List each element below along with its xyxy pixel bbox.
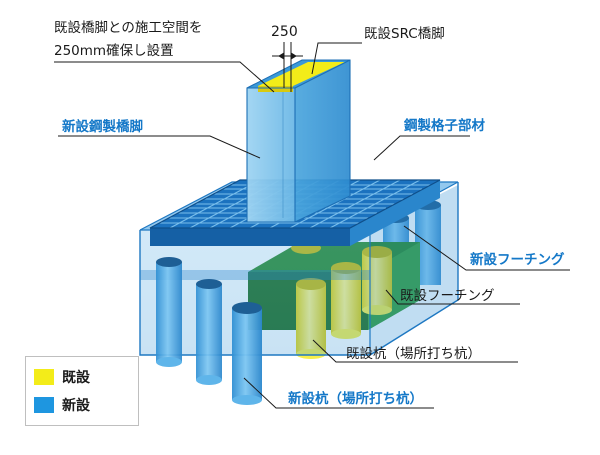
leader-existing-pile [312, 339, 518, 363]
legend-label-new: 新設 [62, 398, 90, 414]
new-pile-label: 新設杭（場所打ち杭） [288, 391, 423, 407]
legend-label-existing: 既設 [62, 370, 90, 386]
legend-item-existing: 既設 [34, 367, 90, 387]
existing-src-pier-top [258, 62, 345, 86]
new-footing-label: 新設フーチング [470, 252, 565, 268]
new-pile-top [156, 257, 182, 267]
clearance-note-line2: 250mm確保し設置 [54, 43, 174, 59]
leader-existing-src-pier [311, 42, 362, 75]
new-pile-top [196, 279, 222, 289]
clearance-note-line1: 既設橋脚との施工空間を [54, 20, 203, 36]
new-steel-pier-label: 新設鋼製橋脚 [62, 119, 143, 135]
legend-item-new: 新設 [34, 395, 90, 415]
leader-new-footing [403, 225, 570, 271]
existing-footing-label: 既設フーチング [400, 288, 495, 304]
pier-assembly [246, 59, 351, 223]
existing-src-pier-label: 既設SRC橋脚 [364, 26, 445, 42]
new-pile-bottom [232, 395, 262, 405]
steel-grid-member-label: 鋼製格子部材 [404, 118, 485, 134]
new-pile-bottom [156, 357, 182, 367]
new-piles-front [156, 257, 262, 405]
new-pile-bottom [196, 375, 222, 385]
new-pile [156, 262, 182, 362]
leader-new-pile [243, 377, 434, 409]
leader-existing-footing [385, 289, 520, 305]
leader-clearance-note [54, 61, 275, 93]
leader-new-steel-pier [58, 135, 261, 159]
new-pile [232, 308, 262, 400]
legend-swatch-new [34, 397, 54, 413]
existing-pile-label: 既設杭（場所打ち杭） [346, 346, 481, 362]
new-pile [196, 284, 222, 380]
legend-swatch-existing [34, 369, 54, 385]
leader-lines [54, 42, 570, 409]
clearance-dimension-mark [272, 42, 303, 92]
leader-steel-grid-member [373, 135, 470, 161]
legend: 既設 新設 [25, 356, 139, 426]
clearance-dimension-label: 250 [271, 24, 298, 40]
existing-src-pier-top-shade [258, 86, 293, 92]
new-pile-top [232, 302, 262, 314]
new-steel-pier-side [295, 60, 350, 222]
